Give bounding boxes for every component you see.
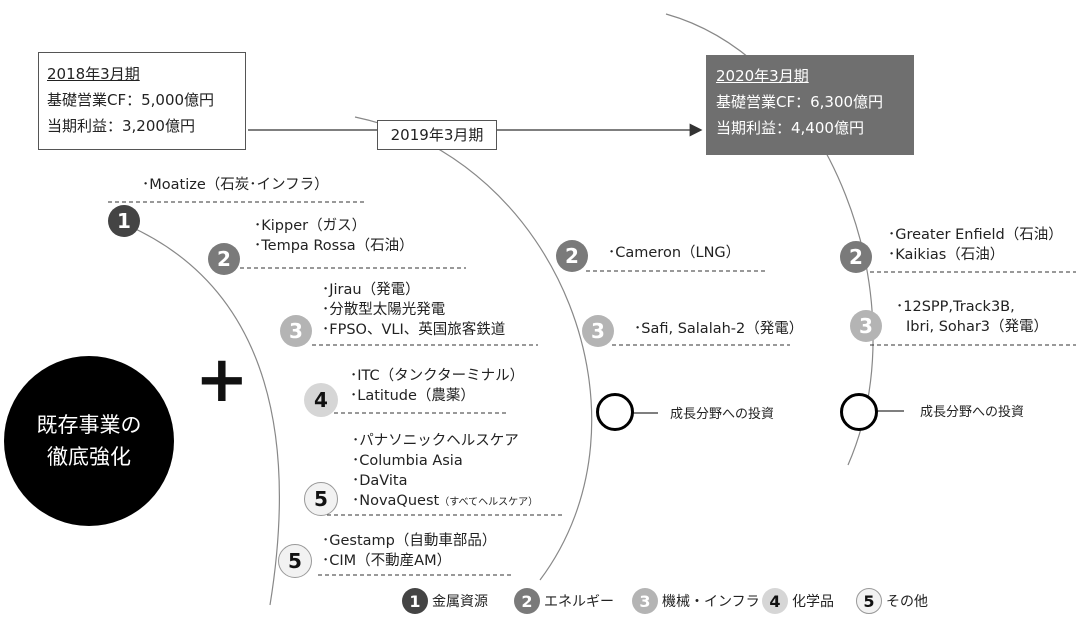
item-greater-enfield: ･Greater Enfield（石油） xyxy=(888,227,1063,243)
fy2019-growth-label: 成長分野への投資 xyxy=(670,407,775,422)
fy2020-growth-label: 成長分野への投資 xyxy=(920,405,1025,420)
item-solar: ･分散型太陽光発電 xyxy=(322,302,446,318)
fy2019-category-2-badge: 2 xyxy=(556,240,588,272)
legend-badge-5: 5 xyxy=(856,588,882,614)
item-columbia-asia: ･Columbia Asia xyxy=(352,453,463,469)
item-tempa-rossa: ･Tempa Rossa（石油） xyxy=(254,238,414,254)
legend-badge-2: 2 xyxy=(514,588,540,614)
category-1-badge: 1 xyxy=(108,205,140,237)
item-kaikias: ･Kaikias（石油） xyxy=(888,247,1005,263)
fy2020-operating-cf: 基礎営業CF：6,300億円 xyxy=(716,93,884,111)
plus-sign: + xyxy=(195,343,249,417)
fy2018-net-income: 当期利益：3,200億円 xyxy=(47,117,195,135)
legend-label-2: エネルギー xyxy=(544,594,614,610)
item-cim: ･CIM（不動産AM） xyxy=(322,553,452,569)
category-5-badge: 5 xyxy=(304,482,338,516)
fy2019-box: 2019年3月期 xyxy=(377,120,497,150)
fy2020-category-3-badge: 3 xyxy=(850,310,882,342)
fy2019-growth-circle xyxy=(596,393,634,431)
fy2019-category-3-badge: 3 xyxy=(582,315,614,347)
legend-badge-1: 1 xyxy=(402,588,428,614)
item-moatize: ･Moatize（石炭･インフラ） xyxy=(142,177,329,193)
item-gestamp: ･Gestamp（自動車部品） xyxy=(322,533,497,549)
legend-label-5: その他 xyxy=(886,594,928,610)
legend-label-1: 金属資源 xyxy=(432,594,488,610)
category-4-badge: 4 xyxy=(304,383,338,417)
legend-item-3: 3 機械・インフラ xyxy=(632,588,760,614)
item-fpso: ･FPSO、VLI、英国旅客鉄道 xyxy=(322,322,506,338)
fy2020-box: 2020年3月期 基礎営業CF：6,300億円 当期利益：4,400億円 xyxy=(706,55,914,155)
fy2018-title: 2018年3月期 xyxy=(47,65,140,83)
item-12spp: ･12SPP,Track3B, xyxy=(896,299,1015,315)
fy2020-category-2-badge: 2 xyxy=(840,241,872,273)
item-novaquest: ･NovaQuest（すべてヘルスケア） xyxy=(352,492,538,512)
fy2018-box: 2018年3月期 基礎営業CF：5,000億円 当期利益：3,200億円 xyxy=(38,52,246,150)
fy2019-title: 2019年3月期 xyxy=(390,126,484,144)
item-novaquest-note: （すべてヘルスケア） xyxy=(439,497,539,508)
item-ibri-sohar: Ibri, Sohar3（発電） xyxy=(906,319,1049,335)
core-line-2: 徹底強化 xyxy=(47,445,131,469)
legend-item-1: 1 金属資源 xyxy=(402,588,488,614)
item-itc: ･ITC（タンクターミナル） xyxy=(350,368,525,384)
category-5-badge-2: 5 xyxy=(278,544,312,578)
fy2020-title: 2020年3月期 xyxy=(716,67,809,85)
arc-fy2018 xyxy=(119,221,280,606)
core-line-1: 既存事業の xyxy=(36,413,142,437)
item-davita: ･DaVita xyxy=(352,473,408,489)
item-panasonic: ･パナソニックヘルスケア xyxy=(352,433,519,449)
legend-label-3: 機械・インフラ xyxy=(662,594,760,610)
item-jirau: ･Jirau（発電） xyxy=(322,282,420,298)
item-latitude: ･Latitude（農薬） xyxy=(350,388,475,404)
legend-item-4: 4 化学品 xyxy=(762,588,834,614)
item-novaquest-label: ･NovaQuest xyxy=(352,493,440,509)
legend-item-5: 5 その他 xyxy=(856,588,928,614)
item-cameron: ･Cameron（LNG） xyxy=(608,245,741,261)
legend-badge-4: 4 xyxy=(762,588,788,614)
category-3-badge: 3 xyxy=(280,315,312,347)
fy2020-net-income: 当期利益：4,400億円 xyxy=(716,119,864,137)
arc-fy2020 xyxy=(665,13,874,466)
legend-item-2: 2 エネルギー xyxy=(514,588,614,614)
item-safi-salalah: ･Safi, Salalah-2（発電） xyxy=(634,321,804,337)
category-2-badge: 2 xyxy=(208,243,240,275)
fy2018-operating-cf: 基礎営業CF：5,000億円 xyxy=(47,91,215,109)
legend-label-4: 化学品 xyxy=(792,594,834,610)
fy2020-growth-circle xyxy=(840,393,878,431)
legend-badge-3: 3 xyxy=(632,588,658,614)
core-business-circle: 既存事業の 徹底強化 xyxy=(4,356,174,526)
item-kipper: ･Kipper（ガス） xyxy=(254,218,367,234)
